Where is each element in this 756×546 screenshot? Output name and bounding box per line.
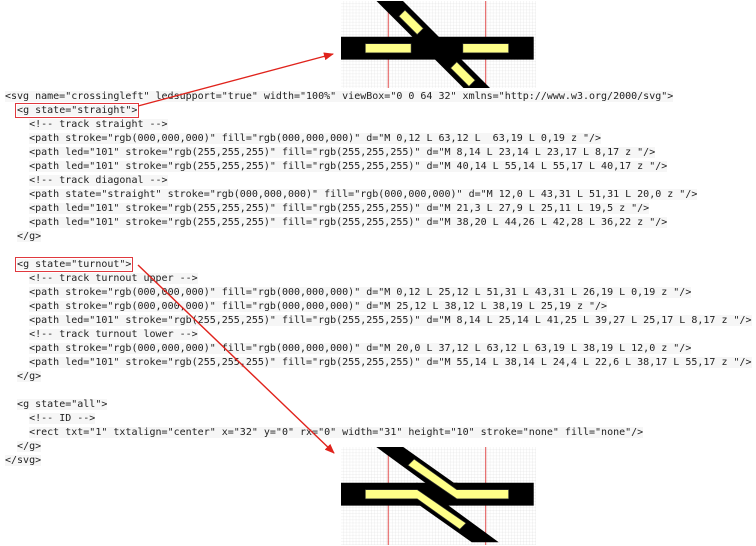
code-line [5, 244, 752, 258]
code-text: <path stroke="rgb(000,000,000)" fill="rg… [29, 287, 692, 298]
code-text: <path stroke="rgb(000,000,000)" fill="rg… [29, 133, 602, 144]
crossing-straight-preview [340, 0, 537, 88]
code-line: <path stroke="rgb(000,000,000)" fill="rg… [5, 342, 752, 356]
led-straight-right [462, 43, 509, 54]
code-text: <g state="all"> [17, 399, 108, 410]
code-line: <path led="101" stroke="rgb(255,255,255)… [5, 160, 752, 174]
code-text: <path led="101" stroke="rgb(255,255,255)… [29, 315, 752, 326]
code-text: <!-- track turnout upper --> [29, 273, 198, 284]
state-turnout [341, 447, 534, 543]
code-line: <path stroke="rgb(000,000,000)" fill="rg… [5, 132, 752, 146]
led-turnout-lower [407, 458, 509, 500]
highlighted-state-tag: <g state="straight"> [15, 103, 140, 118]
code-line: <path led="101" stroke="rgb(255,255,255)… [5, 356, 752, 370]
code-line: <!-- track diagonal --> [5, 174, 752, 188]
code-line: <path stroke="rgb(000,000,000)" fill="rg… [5, 300, 752, 314]
code-line [5, 384, 752, 398]
code-text: </g> [17, 441, 42, 452]
code-text: <path stroke="rgb(000,000,000)" fill="rg… [29, 343, 692, 354]
crossing-straight-svg [341, 1, 536, 88]
code-line: <!-- track turnout lower --> [5, 328, 752, 342]
code-text: <path led="101" stroke="rgb(255,255,255)… [29, 217, 668, 228]
code-text: <!-- ID --> [29, 413, 96, 424]
code-line: <!-- track turnout upper --> [5, 272, 752, 286]
led-diagonal-upper [398, 9, 424, 35]
code-text: </g> [17, 231, 42, 242]
highlighted-state-tag: <g state="turnout"> [15, 257, 134, 272]
svg-code-listing: <svg name="crossingleft" ledsupport="tru… [5, 90, 752, 468]
code-line: <g state="straight"> [5, 103, 752, 118]
code-text: </svg> [5, 455, 42, 466]
code-line: <rect txt="1" txtalign="center" x="32" y… [5, 426, 752, 440]
code-text: <!-- track diagonal --> [29, 175, 168, 186]
code-text: <!-- track turnout lower --> [29, 329, 198, 340]
code-text: <rect txt="1" txtalign="center" x="32" y… [29, 427, 644, 438]
code-text: <path led="101" stroke="rgb(255,255,255)… [29, 357, 752, 368]
code-line: <path led="101" stroke="rgb(255,255,255)… [5, 216, 752, 230]
code-line: <path state="straight" stroke="rgb(000,0… [5, 188, 752, 202]
led-turnout-upper [365, 489, 467, 530]
state-straight [341, 1, 534, 88]
code-text: <path stroke="rgb(000,000,000)" fill="rg… [29, 301, 608, 312]
code-text: <path led="101" stroke="rgb(255,255,255)… [29, 203, 650, 214]
code-line: <!-- track straight --> [5, 118, 752, 132]
led-diagonal-lower [450, 61, 476, 87]
crossing-turnout-svg [341, 447, 536, 545]
code-line: </svg> [5, 454, 752, 468]
code-line: <svg name="crossingleft" ledsupport="tru… [5, 90, 752, 104]
led-straight-left [365, 43, 412, 54]
code-line: </g> [5, 370, 752, 384]
code-text: <!-- track straight --> [29, 119, 168, 130]
code-line: <!-- ID --> [5, 412, 752, 426]
code-line: <path stroke="rgb(000,000,000)" fill="rg… [5, 286, 752, 300]
crossing-turnout-preview [340, 447, 537, 546]
code-text: <path state="straight" stroke="rgb(000,0… [29, 189, 698, 200]
code-line: <g state="all"> [5, 398, 752, 412]
code-line: <path led="101" stroke="rgb(255,255,255)… [5, 146, 752, 160]
code-text: <path led="101" stroke="rgb(255,255,255)… [29, 161, 668, 172]
code-text: <path led="101" stroke="rgb(255,255,255)… [29, 147, 656, 158]
code-line: </g> [5, 230, 752, 244]
code-line: <g state="turnout"> [5, 257, 752, 272]
code-line: <path led="101" stroke="rgb(255,255,255)… [5, 314, 752, 328]
code-text: <svg name="crossingleft" ledsupport="tru… [5, 91, 674, 102]
code-line: <path led="101" stroke="rgb(255,255,255)… [5, 202, 752, 216]
code-text: </g> [17, 371, 42, 382]
code-line: </g> [5, 440, 752, 454]
